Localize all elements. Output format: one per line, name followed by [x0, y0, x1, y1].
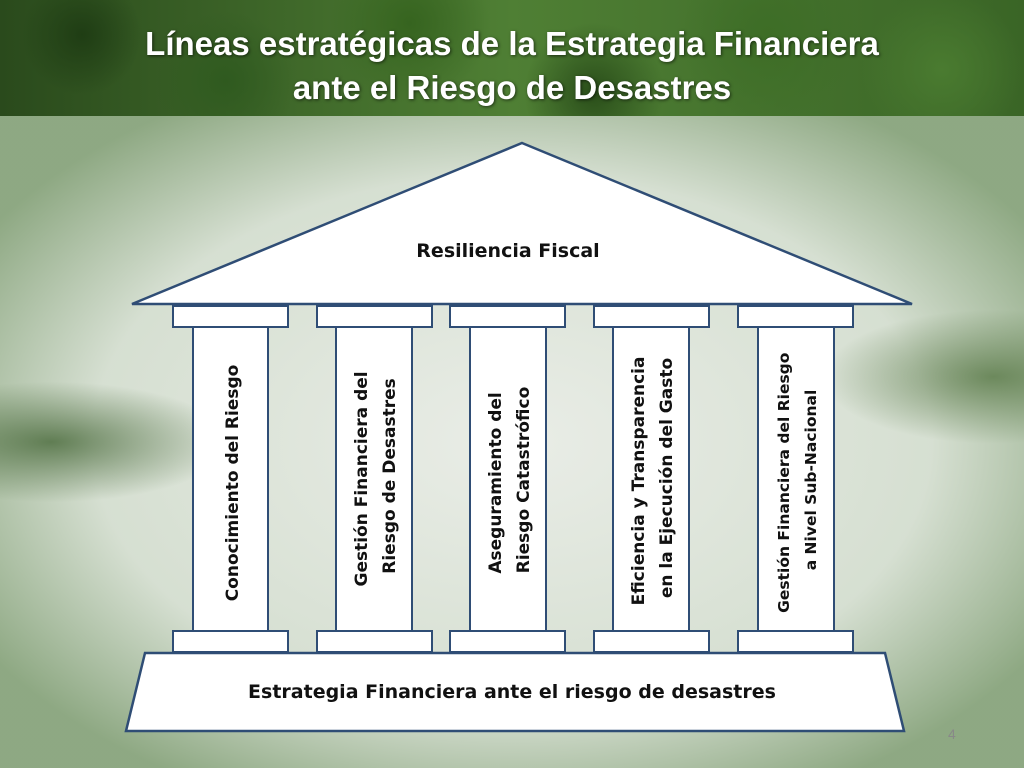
pillar-2-label: Gestión Financiera del Riesgo de Desastr…	[352, 365, 400, 586]
title-line-1: Líneas estratégicas de la Estrategia Fin…	[145, 25, 879, 62]
capital-5	[737, 305, 854, 328]
page-title: Líneas estratégicas de la Estrategia Fin…	[0, 22, 1024, 110]
capital-3	[449, 305, 566, 328]
pillar-3-label: Aseguramiento del Riesgo Catastrófico	[486, 386, 534, 573]
base-2	[316, 630, 433, 653]
page-number: 4	[948, 726, 956, 742]
capital-1	[172, 305, 289, 328]
pillar-5-label: Gestión Financiera del Riesgo a Nivel Su…	[775, 347, 820, 613]
roof	[131, 141, 913, 306]
base-4	[593, 630, 710, 653]
pillar-1-label: Conocimiento del Riesgo	[223, 365, 243, 602]
pillar-5	[757, 326, 835, 632]
pillar-4-label: Eficiencia y Transparencia en la Ejecuci…	[629, 351, 677, 606]
capital-2	[316, 305, 433, 328]
pillar-2-line-2: Riesgo de Desastres	[380, 378, 400, 573]
pillar-3-line-1: Aseguramiento del	[486, 392, 506, 573]
pillar-2	[335, 326, 413, 632]
capitals	[172, 305, 854, 328]
pillars	[192, 326, 835, 632]
pillar-2-line-1: Gestión Financiera del	[352, 371, 372, 586]
pillar-1	[192, 326, 269, 632]
pillar-4-line-1: Eficiencia y Transparencia	[629, 357, 649, 606]
pillar-3	[469, 326, 547, 632]
pillar-3-line-2: Riesgo Catastrófico	[514, 387, 534, 574]
foundation	[124, 651, 906, 733]
roof-label: Resiliencia Fiscal	[416, 240, 599, 262]
title-line-2: ante el Riesgo de Desastres	[292, 69, 732, 106]
capital-4	[593, 305, 710, 328]
pillar-5-line-1: Gestión Financiera del Riesgo	[775, 353, 793, 613]
foundation-label: Estrategia Financiera ante el riesgo de …	[248, 681, 776, 703]
pillar-5-line-2: a Nivel Sub-Nacional	[802, 390, 820, 571]
base-1	[172, 630, 289, 653]
base-3	[449, 630, 566, 653]
base-5	[737, 630, 854, 653]
pillar-4-line-2: en la Ejecución del Gasto	[657, 358, 677, 598]
pillar-4	[612, 326, 690, 632]
forest-header-background	[0, 0, 1024, 116]
bases	[172, 630, 854, 653]
